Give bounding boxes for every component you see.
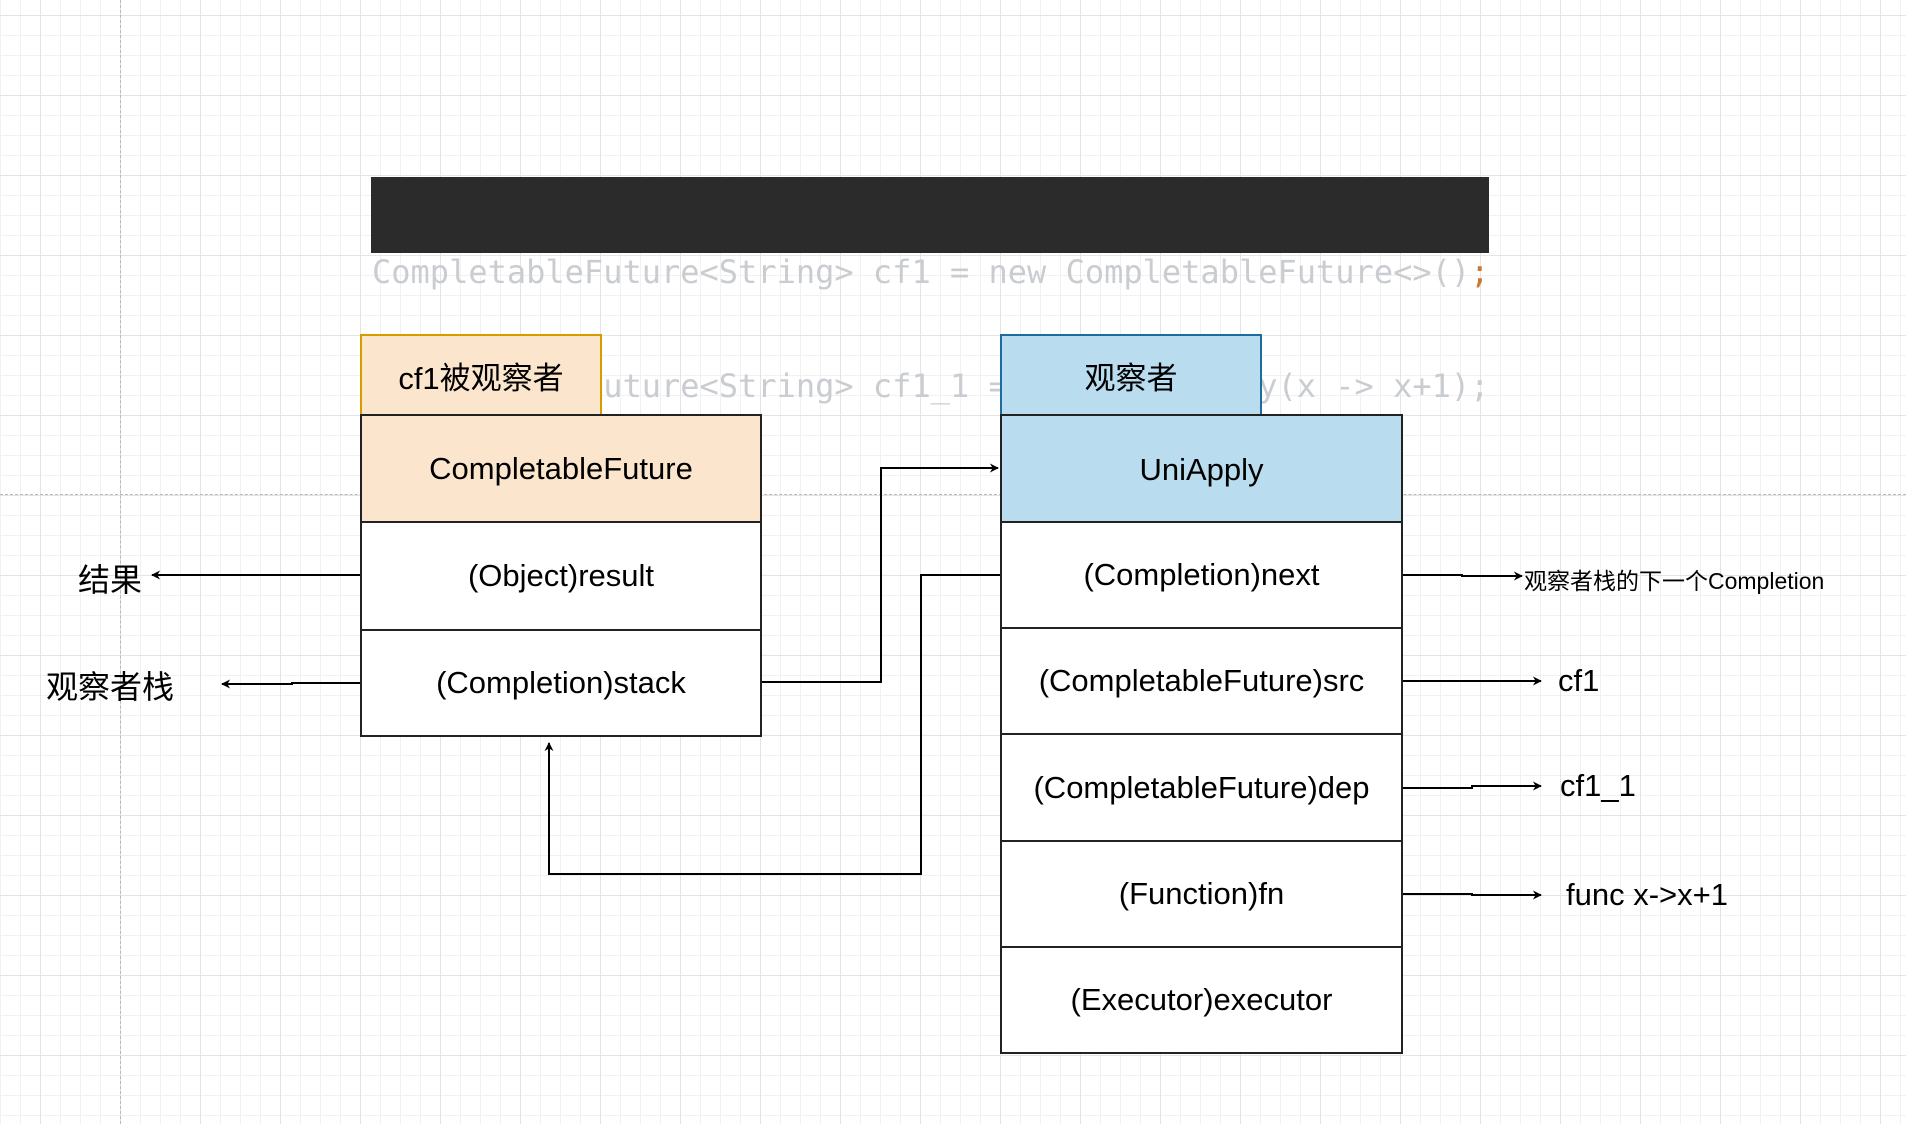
observer-field-fn[interactable]: (Function)fn bbox=[1000, 840, 1403, 948]
code-snippet: CompletableFuture<String> cf1 = new Comp… bbox=[371, 177, 1489, 405]
edge-next-to-next-label bbox=[1403, 571, 1523, 581]
observer-field-executor[interactable]: (Executor)executor bbox=[1000, 946, 1403, 1054]
func-label: func x->x+1 bbox=[1566, 877, 1728, 912]
cf1-1-label: cf1_1 bbox=[1560, 768, 1636, 803]
edge-stack-to-stack-label bbox=[221, 679, 360, 689]
observed-field-stack-label: (Completion)stack bbox=[436, 665, 686, 700]
next-completion-label: 观察者栈的下一个Completion bbox=[1524, 568, 1825, 594]
observer-field-fn-label: (Function)fn bbox=[1118, 876, 1285, 911]
observer-field-next[interactable]: (Completion)next bbox=[1000, 521, 1403, 629]
observer-header-label: UniApply bbox=[1139, 451, 1264, 487]
cf1-label: cf1 bbox=[1558, 663, 1600, 698]
observed-header[interactable]: CompletableFuture bbox=[360, 414, 762, 523]
observer-field-dep-label: (CompletableFuture)dep bbox=[1033, 769, 1370, 805]
observer-header[interactable]: UniApply bbox=[1000, 414, 1403, 523]
result-label: 结果 bbox=[78, 562, 143, 598]
guide-line-horizontal bbox=[0, 494, 1906, 495]
edge-dep-to-cf1-1 bbox=[1403, 781, 1542, 791]
observer-field-next-label: (Completion)next bbox=[1083, 557, 1320, 592]
observer-field-src-label: (CompletableFuture)src bbox=[1038, 663, 1365, 698]
observer-tab[interactable]: 观察者 bbox=[1000, 334, 1262, 416]
edge-stack-to-uniapply bbox=[762, 463, 999, 683]
observer-field-src[interactable]: (CompletableFuture)src bbox=[1000, 627, 1403, 735]
observed-tab[interactable]: cf1被观察者 bbox=[360, 334, 602, 416]
observer-field-executor-label: (Executor)executor bbox=[1070, 982, 1333, 1017]
observed-field-result[interactable]: (Object)result bbox=[360, 521, 762, 631]
edge-next-to-stack bbox=[544, 574, 1000, 875]
edge-fn-to-func bbox=[1403, 890, 1542, 900]
guide-line-vertical bbox=[120, 0, 121, 1124]
code-line-1: CompletableFuture<String> cf1 = new Comp… bbox=[372, 253, 1489, 291]
stack-label: 观察者栈 bbox=[46, 669, 175, 705]
observer-field-dep[interactable]: (CompletableFuture)dep bbox=[1000, 733, 1403, 842]
observed-field-result-label: (Object)result bbox=[467, 558, 655, 593]
observed-field-stack[interactable]: (Completion)stack bbox=[360, 629, 762, 737]
observer-tab-label: 观察者 bbox=[1084, 360, 1178, 396]
observed-tab-label: cf1被观察者 bbox=[398, 360, 564, 396]
observed-header-label: CompletableFuture bbox=[429, 450, 693, 486]
